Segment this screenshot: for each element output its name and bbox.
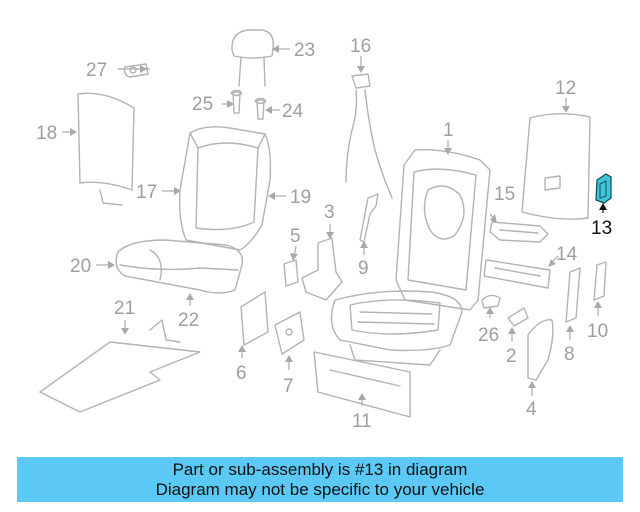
callout-2: 2	[506, 346, 517, 367]
part-21-mat	[39, 319, 201, 413]
part-16-cable	[345, 73, 393, 199]
callout-5: 5	[290, 226, 301, 247]
caption-banner: Part or sub-assembly is #13 in diagram D…	[17, 457, 623, 502]
callout-11: 11	[352, 411, 372, 432]
callout-6: 6	[236, 363, 247, 384]
part-24-guide	[254, 97, 267, 120]
callout-9: 9	[358, 258, 369, 279]
callout-22: 22	[178, 310, 199, 331]
part-17-seat-back-cover	[178, 126, 272, 251]
callout-27: 27	[86, 60, 107, 81]
part-2-clip	[507, 307, 529, 327]
part-18-back-panel	[77, 92, 135, 206]
callout-21: 21	[114, 298, 135, 319]
part-5-clip	[283, 259, 299, 287]
leader-lines	[62, 45, 607, 406]
callout-25: 25	[192, 94, 213, 115]
callout-13: 13	[591, 218, 612, 239]
callout-15: 15	[494, 184, 515, 205]
callout-20: 20	[70, 256, 91, 277]
callout-16: 16	[350, 36, 371, 57]
callout-10: 10	[587, 321, 608, 342]
callout-14: 14	[556, 244, 578, 265]
part-12-back-panel	[521, 113, 591, 220]
part-27-clip	[123, 63, 149, 78]
part-25-guide	[230, 89, 243, 114]
part-4-trim	[527, 319, 554, 381]
part-1-seat-frame	[330, 149, 491, 366]
part-15-bracket	[489, 221, 549, 243]
callout-24: 24	[282, 101, 304, 122]
callout-12: 12	[555, 78, 576, 99]
part-14-rail	[483, 259, 551, 289]
part-10-rail	[593, 261, 607, 301]
callout-18: 18	[36, 123, 57, 144]
callout-17: 17	[136, 182, 157, 203]
callout-4: 4	[526, 399, 537, 420]
part-26-knob	[481, 294, 501, 309]
part-9-rod	[359, 193, 379, 243]
callout-labels: 23 27 25 24 18 17 19 20 16 1 12 13 15 14…	[36, 36, 612, 432]
callout-1: 1	[443, 120, 454, 141]
caption-line-2: Diagram may not be specific to your vehi…	[155, 480, 485, 499]
part-13-highlighted	[595, 173, 612, 204]
callout-8: 8	[564, 344, 575, 365]
part-8-rail	[565, 267, 581, 323]
part-20-seat-cushion	[115, 239, 244, 294]
callout-23: 23	[294, 40, 315, 61]
callout-19: 19	[290, 187, 311, 208]
part-23-headrest	[231, 29, 274, 87]
callout-7: 7	[283, 376, 294, 397]
part-3-bracket	[301, 237, 343, 301]
part-7-bracket	[274, 311, 305, 355]
parts-diagram: 23 27 25 24 18 17 19 20 16 1 12 13 15 14…	[36, 29, 612, 432]
callout-26: 26	[478, 325, 499, 346]
part-6-side-panel	[240, 291, 269, 346]
callout-3: 3	[324, 202, 335, 223]
caption-line-1: Part or sub-assembly is #13 in diagram	[172, 460, 468, 479]
part-11-lower-panel	[313, 351, 411, 418]
